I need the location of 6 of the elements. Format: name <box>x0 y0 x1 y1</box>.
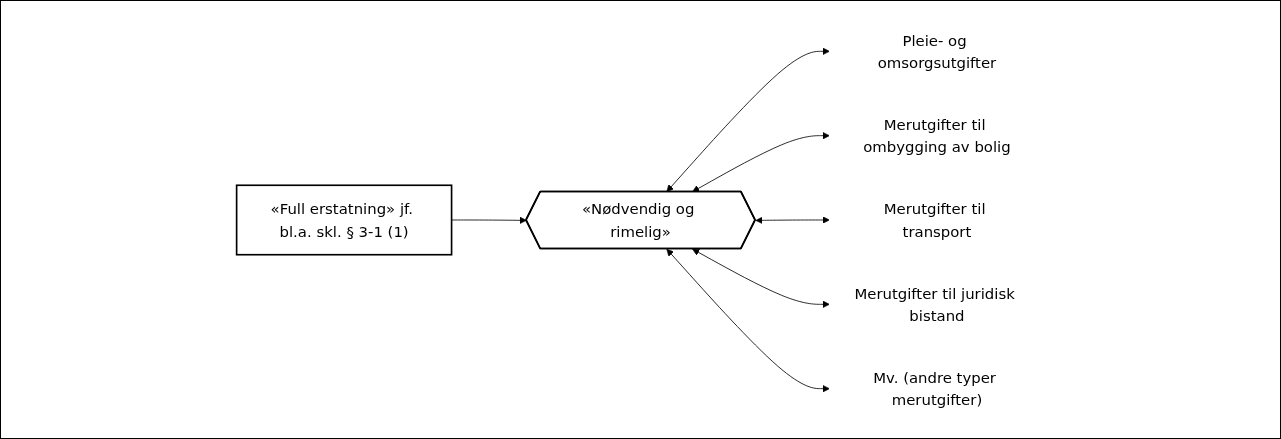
node-text: Merutgifter til transport <box>883 199 986 240</box>
node-text: Pleie- og omsorgsutgifter <box>877 31 997 71</box>
node-text: Merutgifter til juridisk bistand <box>854 283 1015 324</box>
node-text: Merutgifter til ombygging av bolig <box>863 115 1011 156</box>
node-text: Mv. (andre typer merutgifter) <box>873 368 996 408</box>
node-box: «Full erstatning» jf. bl.a. skl. § 3-1 (1) <box>235 183 453 256</box>
